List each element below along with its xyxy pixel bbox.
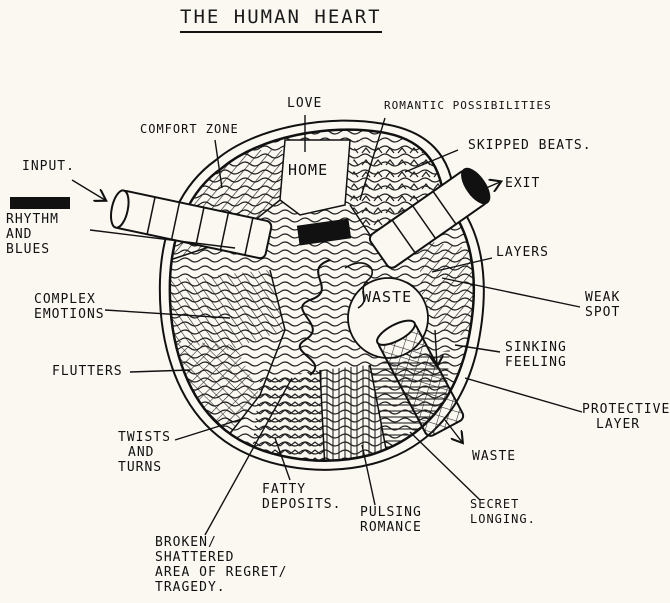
label-sinking-feeling: SINKING FEELING bbox=[505, 340, 567, 370]
label-complex-emotions: COMPLEX EMOTIONS bbox=[34, 292, 105, 322]
home-region bbox=[279, 139, 351, 216]
exit-tube bbox=[368, 167, 491, 269]
complex-emotions-region bbox=[169, 270, 285, 350]
fatty-deposits-region bbox=[250, 370, 325, 461]
label-layers: LAYERS bbox=[496, 245, 549, 260]
label-rhythm-and-blues: RHYTHM AND BLUES bbox=[6, 212, 59, 257]
label-weak-spot: WEAK SPOT bbox=[585, 290, 621, 320]
label-home: HOME bbox=[288, 161, 329, 179]
label-skipped-beats: SKIPPED BEATS. bbox=[468, 138, 592, 153]
label-love: LOVE bbox=[287, 96, 323, 111]
label-broken-shattered: BROKEN/ SHATTERED AREA OF REGRET/ TRAGED… bbox=[155, 535, 288, 595]
label-exit: EXIT bbox=[505, 176, 541, 191]
label-pulsing-romance: PULSING ROMANCE bbox=[360, 505, 422, 535]
label-secret-longing: SECRET LONGING. bbox=[470, 497, 536, 526]
label-comfort-zone: COMFORT ZONE bbox=[140, 122, 239, 136]
label-protective-layer: PROTECTIVE LAYER bbox=[582, 402, 670, 432]
label-fatty-deposits: FATTY DEPOSITS. bbox=[262, 482, 342, 512]
diagram-title: THE HUMAN HEART bbox=[180, 6, 382, 33]
label-waste-inner: WASTE bbox=[362, 288, 413, 306]
label-input: INPUT. bbox=[22, 159, 75, 174]
twists-squiggle bbox=[298, 259, 331, 376]
waste-tube bbox=[376, 319, 465, 437]
heart-regions bbox=[169, 129, 474, 461]
scribble-mark bbox=[10, 197, 70, 209]
blocked-artery bbox=[296, 218, 352, 246]
label-twists-and-turns: TWISTS AND TURNS bbox=[118, 430, 171, 475]
input-tube bbox=[110, 189, 273, 260]
label-romantic-possibilities: ROMANTIC POSSIBILITIES bbox=[384, 99, 552, 112]
label-waste-outer: WASTE bbox=[472, 449, 517, 464]
label-flutters: FLUTTERS bbox=[52, 364, 123, 379]
pulsing-romance-region bbox=[320, 365, 390, 461]
leader-lines bbox=[71, 115, 583, 536]
